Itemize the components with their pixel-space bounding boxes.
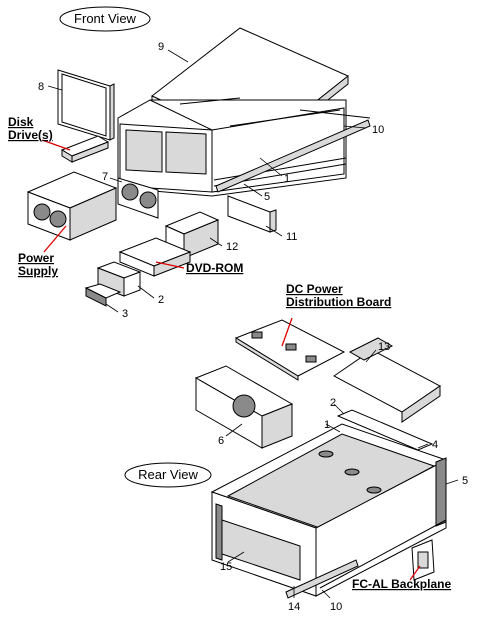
rear-view-oval [124,462,212,488]
rear-view-title: Rear View [138,467,198,482]
side-panel-part [227,195,277,233]
filler-panel-part [96,261,142,297]
rear-view-group: Rear View [124,317,459,599]
rear-top-rail-part [336,409,434,451]
component-labels: Disk Drive(s) Power Supply DVD-ROM DC Po… [8,115,451,591]
callout-8: 8 [38,81,44,93]
callout-4: 4 [432,439,438,451]
callout-13: 13 [378,341,390,353]
front-view-oval [59,6,151,32]
label-dc-power-line1: DC Power [286,282,343,296]
callout-5-rear: 5 [462,475,468,487]
callout-1-front: 1 [284,173,290,185]
rear-chassis-part [210,423,448,599]
front-bezel-part [57,69,115,141]
disk-drive-part [60,135,110,163]
callout-7: 7 [102,171,108,183]
power-supply-part [26,171,118,241]
label-disk-drives-line1: Disk [8,115,34,129]
callout-10-rear: 10 [330,601,342,613]
label-dc-power-line2: Distribution Board [286,295,391,309]
callout-6: 6 [218,435,224,447]
callout-3: 3 [122,308,128,320]
front-view-group: Front View [26,6,371,313]
front-chassis-part [117,97,371,197]
label-dvd-rom: DVD-ROM [186,261,243,275]
callout-11: 11 [286,231,297,243]
callout-9: 9 [158,41,164,53]
rear-bracket-part [333,337,441,423]
callout-2-front: 2 [158,294,164,306]
front-callouts: 9 8 10 1 5 7 11 12 2 3 [38,41,384,320]
dc-power-board-part [234,319,346,381]
small-panel-part [84,283,122,307]
callout-1-rear: 1 [324,419,330,431]
dvd-rom-part [118,237,192,277]
label-disk-drives-line2: Drive(s) [8,128,53,142]
rear-fan-tray-part [194,365,294,449]
callout-15: 15 [220,561,232,573]
callout-12: 12 [226,241,238,253]
callout-5-front: 5 [264,191,270,203]
rear-callouts: 13 2 1 4 6 5 15 14 10 [218,341,468,613]
fc-al-backplane-part [411,539,435,581]
callout-2-rear: 2 [330,397,336,409]
front-view-title: Front View [74,11,137,26]
callout-10-front: 10 [372,124,384,136]
callout-14: 14 [288,601,300,613]
fan-assembly-part [117,177,159,219]
label-power-supply-line2: Supply [18,264,58,278]
label-power-supply-line1: Power [18,251,54,265]
label-fc-al-backplane: FC-AL Backplane [352,577,451,591]
